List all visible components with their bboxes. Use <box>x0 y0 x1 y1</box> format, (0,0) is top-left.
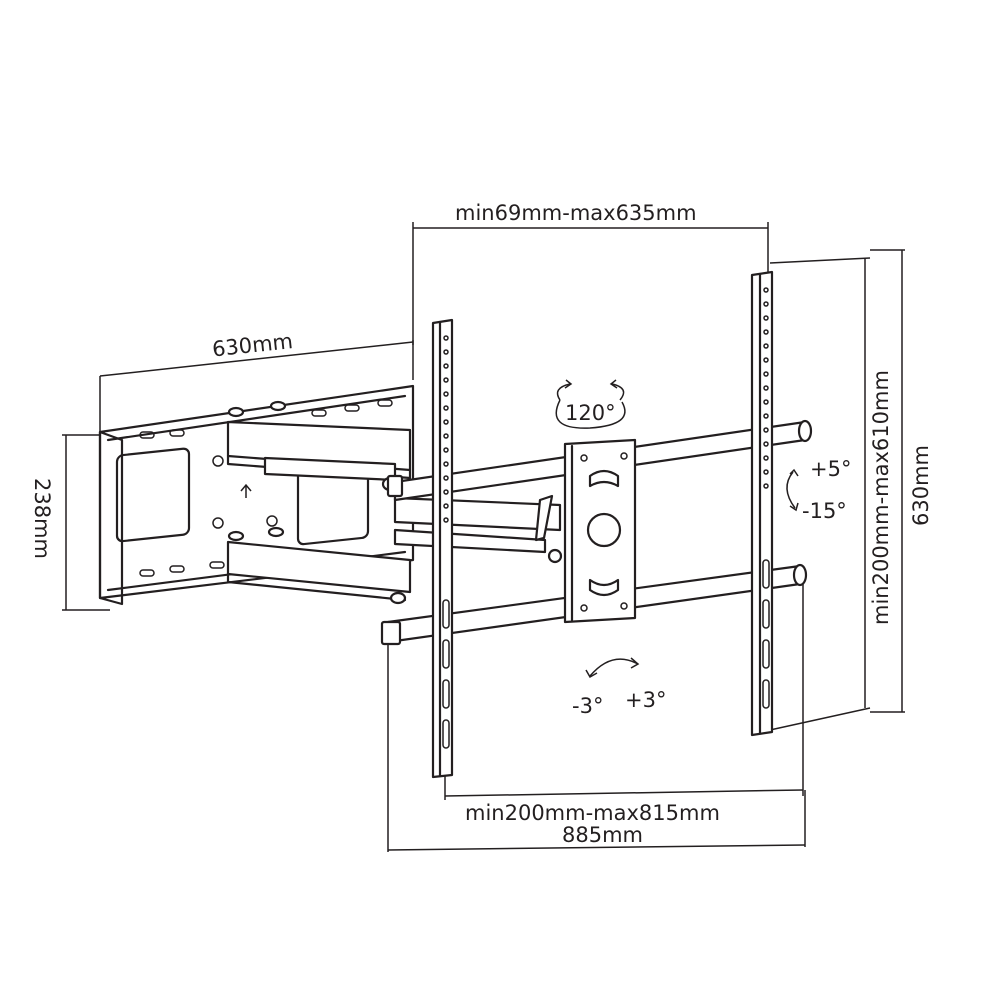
top-width-label: min69mm-max635mm <box>455 201 697 225</box>
tilt-down-label: -15° <box>802 499 847 523</box>
swivel-angle-label: 120° <box>565 401 616 425</box>
center-mount-plate <box>563 438 637 624</box>
left-vertical-rail <box>431 318 454 779</box>
pivot-bolts <box>227 400 563 605</box>
dimension-lines <box>62 222 905 852</box>
tilt-handle <box>534 494 554 542</box>
swivel-arrows-icon <box>555 379 626 429</box>
level-right-label: +3° <box>625 688 666 712</box>
level-arrows-icon <box>585 657 640 679</box>
vesa-horizontal-label: min200mm-max815mm <box>465 801 720 825</box>
overall-width-label: 885mm <box>562 823 643 847</box>
wall-plate-height-label: 238mm <box>30 478 54 559</box>
tilt-arrows-icon <box>786 468 799 512</box>
wall-plate-slots <box>139 399 393 577</box>
level-left-label: -3° <box>572 694 603 718</box>
vesa-vertical-label: min200mm-max610mm <box>869 370 893 625</box>
right-vertical-rail <box>750 270 774 737</box>
articulating-arms <box>226 400 563 605</box>
tilt-up-label: +5° <box>810 457 851 481</box>
overall-height-label: 630mm <box>909 445 933 526</box>
up-arrow-icon <box>240 483 252 498</box>
